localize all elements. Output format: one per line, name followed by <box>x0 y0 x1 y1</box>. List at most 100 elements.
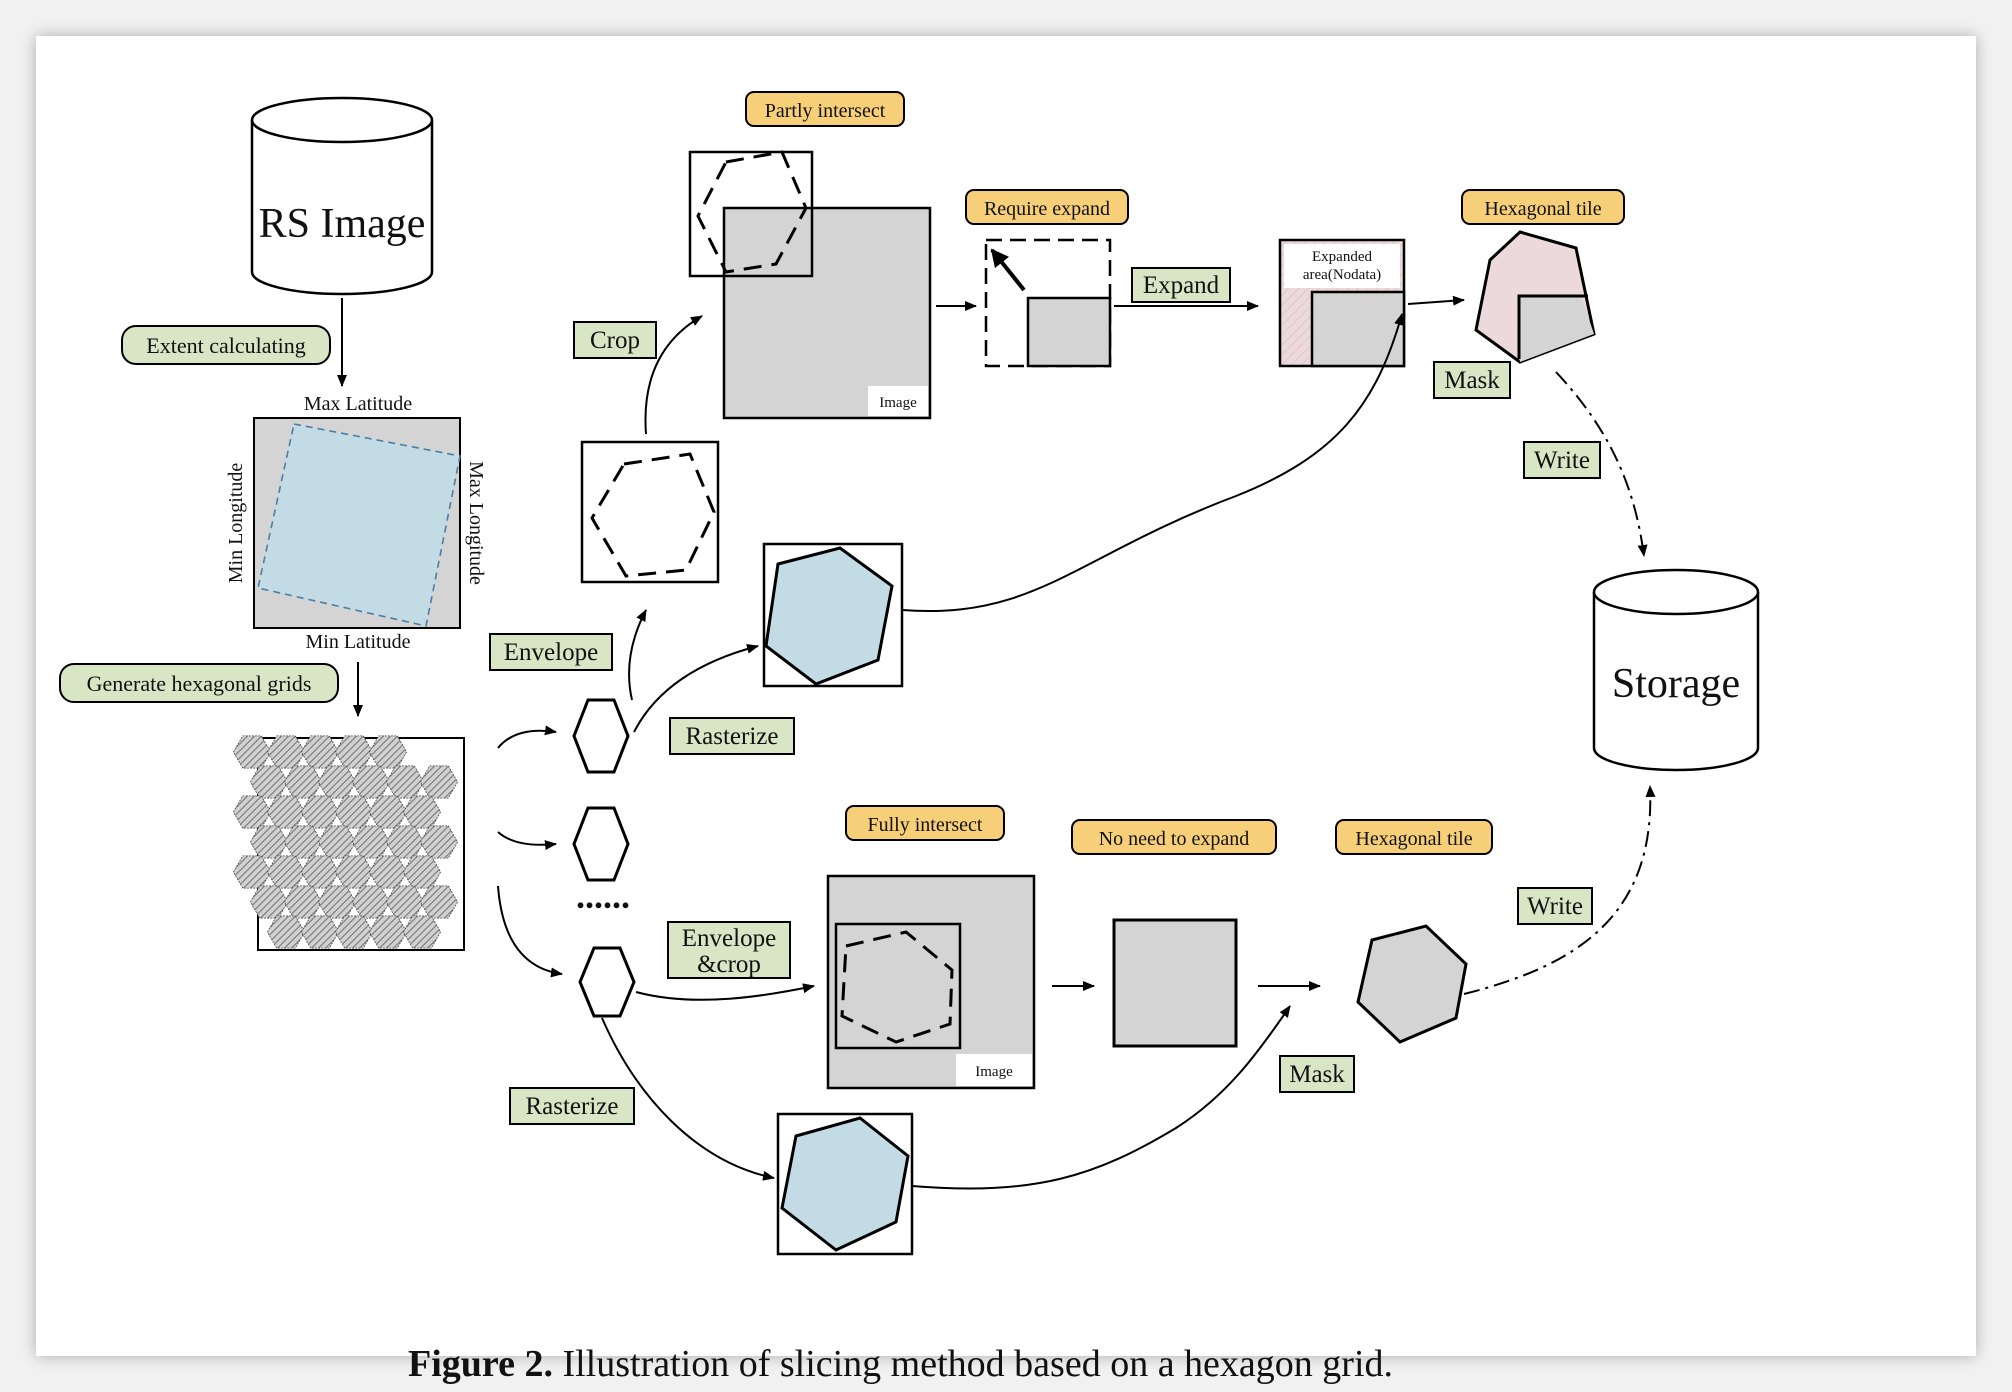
no-need-to-expand-tag: No need to expand <box>1071 819 1277 855</box>
mask-label-top: Mask <box>1433 361 1511 399</box>
svg-text:Rasterize: Rasterize <box>685 723 778 750</box>
extent-box: Max Latitude Min Latitude Min Longitude … <box>225 393 487 653</box>
svg-text:Hexagonal tile: Hexagonal tile <box>1484 198 1601 220</box>
write-label-bottom: Write <box>1517 887 1593 925</box>
envelope-label: Envelope <box>489 633 613 671</box>
arrow-to-hex-2 <box>497 831 557 851</box>
ellipsis: ...... <box>576 876 630 916</box>
grid-hex-cell <box>402 795 442 829</box>
svg-text:Extent calculating: Extent calculating <box>146 333 305 358</box>
svg-text:Mask: Mask <box>1289 1061 1345 1088</box>
svg-text:Write: Write <box>1534 447 1590 474</box>
grid-hex-cell <box>300 855 340 889</box>
figure-caption: Figure 2. Illustration of slicing method… <box>408 1342 1393 1386</box>
grid-hex-cell <box>283 885 323 919</box>
grid-hex-cell <box>317 765 357 799</box>
require-expand-box <box>984 238 1112 368</box>
grid-hex-cell <box>419 885 459 919</box>
rasterized-hexagon-bottom <box>776 1112 914 1256</box>
rasterized-hexagon-top <box>762 542 904 688</box>
svg-text:Envelope: Envelope <box>682 925 776 952</box>
svg-text:Fully intersect: Fully intersect <box>868 814 983 836</box>
grid-hex-cell <box>300 735 340 769</box>
svg-text:&crop: &crop <box>697 951 761 978</box>
grid-hex-cell <box>334 795 374 829</box>
svg-text:Envelope: Envelope <box>504 639 598 666</box>
slicing-diagram: RS Image Extent calculating Max Latitude… <box>59 91 1760 1256</box>
hexagonal-tile-bottom-tag: Hexagonal tile <box>1335 819 1493 855</box>
grid-hex-cell <box>402 915 442 949</box>
grid-hex-cell <box>283 825 323 859</box>
grid-hex-cell <box>300 795 340 829</box>
arrow-mask-bottom <box>911 1005 1291 1190</box>
image-label-box <box>868 386 928 416</box>
single-hexagon-3 <box>578 946 636 1018</box>
hexagonal-tile-bottom <box>1356 924 1468 1044</box>
arrow-envelope-crop <box>635 983 815 1001</box>
max-latitude-label: Max Latitude <box>304 393 412 415</box>
arrow-crop <box>644 315 703 435</box>
arrow-rasterize-bottom <box>601 1017 775 1181</box>
mask-label-bottom: Mask <box>1279 1055 1355 1093</box>
hexagonal-tile-top-tag: Hexagonal tile <box>1461 189 1625 225</box>
grid-hex-cell <box>232 855 272 889</box>
storage-database: Storage <box>1592 568 1760 772</box>
svg-text:Expand: Expand <box>1143 272 1220 299</box>
grid-hex-cell <box>249 885 289 919</box>
grid-hex-cell <box>385 825 425 859</box>
partly-intersect-image: Image <box>688 150 932 420</box>
grid-hex-cell <box>385 885 425 919</box>
grid-hex-cell <box>368 855 408 889</box>
grid-hex-cell <box>249 765 289 799</box>
grid-hex-cell <box>232 735 272 769</box>
grid-hex-cell <box>300 915 340 949</box>
svg-text:Generate hexagonal grids: Generate hexagonal grids <box>87 671 312 696</box>
arrow-to-hex-3 <box>497 885 563 978</box>
svg-text:Require expand: Require expand <box>984 198 1110 220</box>
figure-caption-label: Figure 2. <box>408 1343 553 1385</box>
expand-label: Expand <box>1131 267 1231 303</box>
grid-hex-cell <box>266 915 306 949</box>
single-hexagon-2 <box>572 806 630 882</box>
fully-intersect-tag: Fully intersect <box>845 805 1005 841</box>
grid-hex-cell <box>266 735 306 769</box>
figure-caption-text: Illustration of slicing method based on … <box>562 1343 1393 1385</box>
grid-hex-cell <box>334 735 374 769</box>
arrow-to-hex-tile-top <box>1407 295 1465 306</box>
grid-hex-cell <box>317 825 357 859</box>
no-expand-tile <box>1112 918 1238 1048</box>
require-expand-tag: Require expand <box>965 189 1129 225</box>
partly-intersect-tag: Partly intersect <box>745 91 905 127</box>
grid-hex-cell <box>419 765 459 799</box>
envelope-box <box>580 440 720 584</box>
arrow-write-bottom <box>1463 785 1656 995</box>
grid-hex-cell <box>351 885 391 919</box>
single-hexagon-1 <box>572 698 630 774</box>
figure-card: RS Image Extent calculating Max Latitude… <box>36 36 1976 1385</box>
svg-text:No need to expand: No need to expand <box>1099 828 1250 850</box>
fully-intersect-image: Image <box>826 874 1036 1090</box>
svg-text:Image: Image <box>975 1064 1013 1080</box>
grid-hex-cell <box>232 795 272 829</box>
min-longitude-label: Min Longitude <box>225 463 247 584</box>
min-latitude-label: Min Latitude <box>306 631 411 653</box>
svg-text:area(Nodata): area(Nodata) <box>1303 267 1381 283</box>
arrow-rasterize-top <box>633 643 759 733</box>
grid-hex-cell <box>334 915 374 949</box>
svg-text:Hexagonal tile: Hexagonal tile <box>1355 828 1472 850</box>
svg-text:Rasterize: Rasterize <box>525 1093 618 1120</box>
arrow-to-hex-1 <box>497 725 557 749</box>
svg-text:Partly intersect: Partly intersect <box>765 100 886 122</box>
grid-hex-cell <box>368 795 408 829</box>
grid-hex-cell <box>334 855 374 889</box>
grid-hex-cell <box>249 825 289 859</box>
crop-label: Crop <box>573 321 657 359</box>
grid-hex-cell <box>283 765 323 799</box>
rasterize-label-bottom: Rasterize <box>509 1087 635 1125</box>
hexagon-grid <box>232 735 465 951</box>
grid-hex-cell <box>351 765 391 799</box>
envelope-crop-label: Envelope &crop <box>667 921 791 979</box>
image-label-box-bottom <box>956 1054 1032 1086</box>
rasterize-label-top: Rasterize <box>669 717 795 755</box>
grid-hex-cell <box>385 765 425 799</box>
